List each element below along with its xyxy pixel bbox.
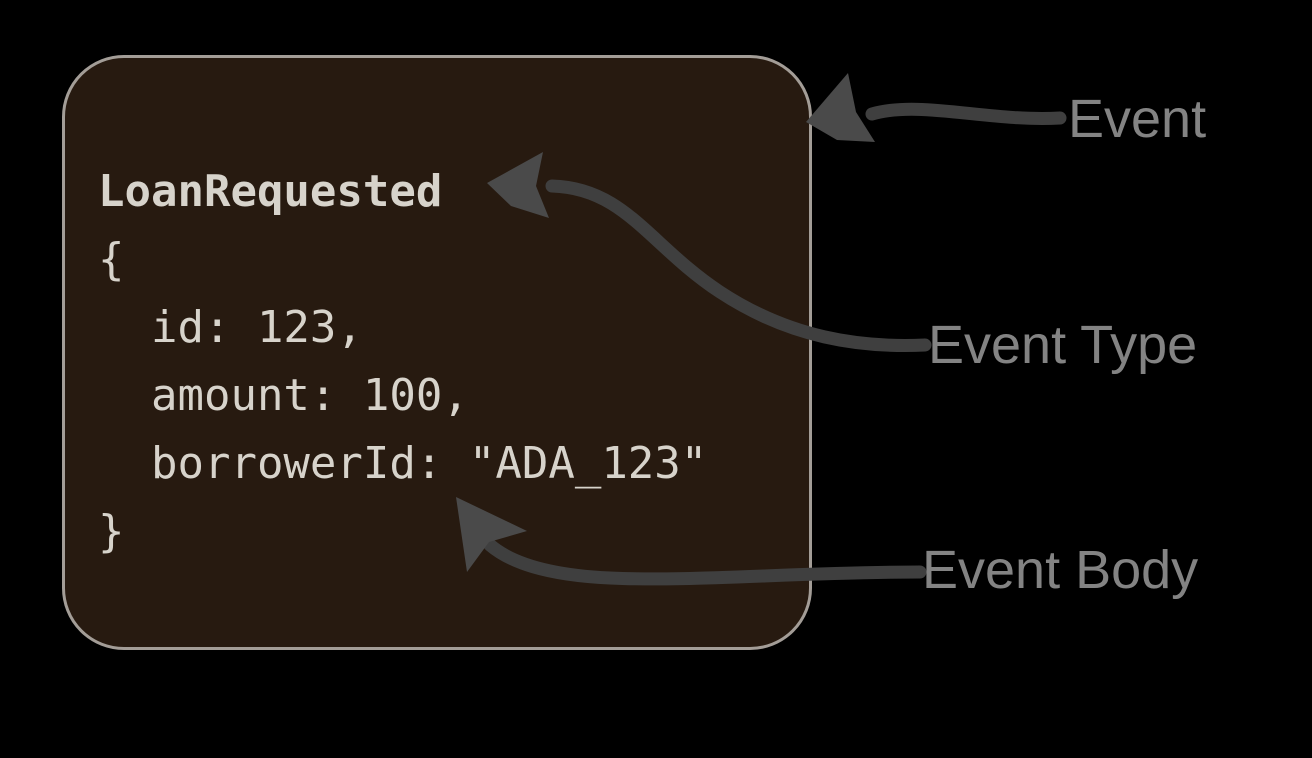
arrow-event: [806, 73, 1067, 142]
event-body-line-0: {: [98, 234, 125, 285]
annotation-label-event-body: Event Body: [922, 540, 1199, 600]
event-body-line-2: amount: 100,: [98, 370, 469, 421]
arrow-event-head: [806, 73, 875, 142]
annotation-label-event: Event: [1068, 89, 1207, 149]
event-body-line-4: }: [98, 506, 125, 557]
event-type-name: LoanRequested: [98, 166, 443, 217]
event-card: LoanRequested { id: 123, amount: 100, bor…: [62, 55, 812, 650]
event-body-line-3: borrowerId: "ADA_123": [98, 438, 708, 489]
annotation-label-event-type: Event Type: [928, 315, 1198, 375]
event-body-line-1: id: 123,: [98, 302, 363, 353]
arrow-event-tail: [865, 102, 1067, 125]
event-code-block: LoanRequested { id: 123, amount: 100, bor…: [98, 158, 707, 566]
